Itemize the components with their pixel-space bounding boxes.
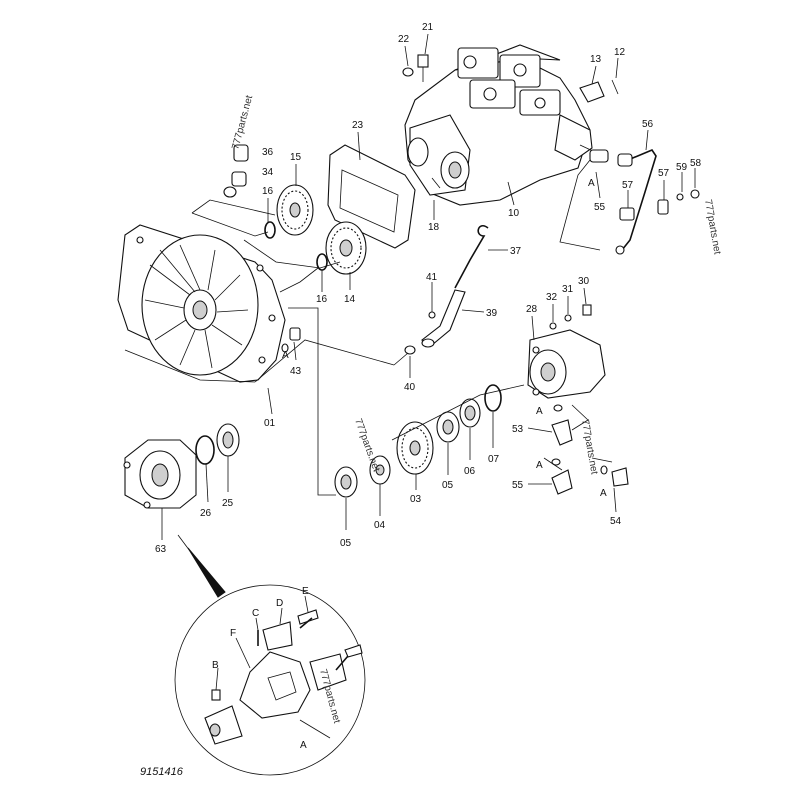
gear-15	[276, 184, 314, 236]
callout-32: 32	[546, 292, 558, 303]
plug-43	[289, 327, 301, 341]
callout-01: 01	[264, 418, 276, 429]
callout-39: 39	[486, 308, 498, 319]
callout-18: 18	[428, 222, 440, 233]
leader-lines	[161, 33, 696, 691]
callout-A-detail: A	[300, 740, 307, 751]
elbow-fitting	[223, 144, 249, 198]
callout-57-right: 57	[658, 168, 670, 179]
callout-55-lower: 55	[512, 480, 524, 491]
drawing-number: 9151416	[140, 766, 184, 778]
gear-14	[325, 221, 367, 275]
dipstick	[454, 225, 489, 289]
ref-mark-a: A	[536, 406, 543, 417]
callout-22: 22	[398, 34, 410, 45]
adapter-fitting-54	[611, 467, 629, 487]
gear-pump	[527, 329, 606, 399]
ref-mark-a: A	[600, 488, 607, 499]
callout-30: 30	[578, 276, 590, 287]
callout-23: 23	[352, 120, 364, 131]
callout-36: 36	[262, 147, 274, 158]
callout-03: 03	[410, 494, 422, 505]
callout-59: 59	[676, 162, 688, 173]
circlip-16a	[264, 221, 276, 239]
ref-mark-a: A	[282, 350, 289, 361]
callout-63: 63	[155, 544, 167, 555]
hose-line	[621, 149, 657, 251]
callout-40: 40	[404, 382, 416, 393]
callout-13: 13	[590, 54, 602, 65]
callout-15: 15	[290, 152, 302, 163]
detail-parts	[204, 609, 363, 745]
coupling	[123, 439, 197, 509]
callout-16-upper: 16	[262, 186, 274, 197]
callout-12: 12	[614, 47, 626, 58]
callout-04: 04	[374, 520, 386, 531]
callout-B: B	[212, 660, 219, 671]
callout-31: 31	[562, 284, 574, 295]
gear-03	[396, 421, 434, 475]
detail-view-circle	[174, 584, 366, 776]
callout-56: 56	[642, 119, 654, 130]
ref-mark-a: A	[588, 178, 595, 189]
callout-E: E	[302, 586, 309, 597]
watermark-text: 777parts.net	[352, 417, 381, 473]
callout-21: 21	[422, 22, 434, 33]
callout-28: 28	[526, 304, 538, 315]
snap-ring-07	[484, 384, 502, 412]
callout-25: 25	[222, 498, 234, 509]
watermark-text: 777parts.net	[702, 199, 723, 256]
callout-41: 41	[426, 272, 438, 283]
callout-labels: 21 22 13 12 56 23 36 34 15 16 10 18 55 5…	[155, 22, 702, 751]
ref-mark-a: A	[536, 460, 543, 471]
flywheel-housing	[117, 224, 286, 383]
snap-ring-26	[195, 435, 215, 465]
callout-10: 10	[508, 208, 520, 219]
callout-16-lower: 16	[316, 294, 328, 305]
adapter-fitting-55	[551, 469, 573, 495]
watermark-text: 777parts.net	[230, 94, 255, 151]
callout-34: 34	[262, 167, 274, 178]
hydraulic-pump-assembly	[404, 44, 596, 206]
cover-plate	[579, 81, 605, 103]
callout-43: 43	[290, 366, 302, 377]
callout-58: 58	[690, 158, 702, 169]
callout-14: 14	[344, 294, 356, 305]
watermark-text: 777parts.net	[579, 419, 600, 476]
callout-F: F	[230, 628, 236, 639]
callout-C: C	[252, 608, 259, 619]
callout-05-upper: 05	[442, 480, 454, 491]
callout-37: 37	[510, 246, 522, 257]
callout-57-left: 57	[622, 180, 634, 191]
reference-marks: A A A A A	[282, 178, 607, 499]
callout-D: D	[276, 598, 283, 609]
callout-26: 26	[200, 508, 212, 519]
callout-54: 54	[610, 516, 622, 527]
adapter-fitting-53	[551, 419, 573, 446]
callout-05-lower: 05	[340, 538, 352, 549]
callout-07: 07	[488, 454, 500, 465]
dipstick-tube	[420, 289, 466, 346]
bolt-21	[417, 54, 429, 82]
assembly-lines	[124, 159, 613, 496]
washer-22	[402, 67, 414, 77]
callout-55-upper: 55	[594, 202, 606, 213]
callout-53: 53	[512, 424, 524, 435]
callout-06: 06	[464, 466, 476, 477]
